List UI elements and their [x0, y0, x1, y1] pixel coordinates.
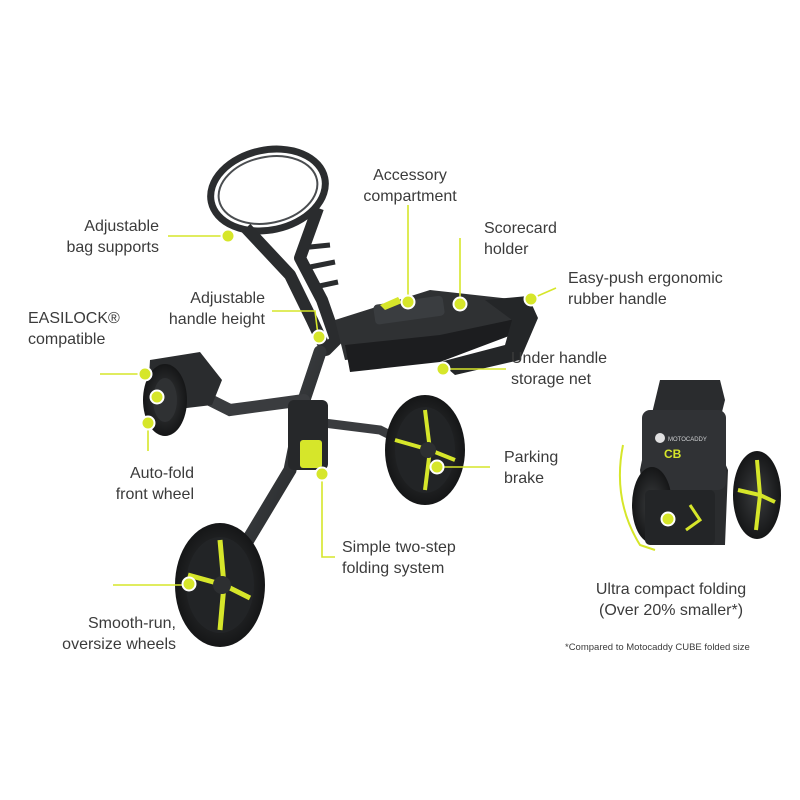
callout-markers	[137, 228, 676, 592]
callout-line: EASILOCK®	[28, 310, 120, 327]
callout-line: Smooth-run,	[87, 615, 176, 632]
marker-bag-supports	[220, 228, 236, 244]
callout-scorecard: Scorecard holder	[484, 218, 557, 260]
callout-bag-supports: Adjustable bag supports	[66, 216, 159, 258]
svg-text:CB: CB	[664, 447, 682, 461]
callout-line: Under handle	[511, 350, 608, 367]
marker-scorecard	[452, 296, 468, 312]
marker-accessory	[400, 294, 416, 310]
callout-wheels: Smooth-run, oversize wheels	[62, 613, 176, 655]
marker-storage-net	[435, 361, 451, 377]
callout-line: rubber handle	[568, 291, 667, 308]
callout-line: brake	[504, 470, 545, 487]
marker-handle-height	[311, 329, 327, 345]
marker-compact	[660, 511, 676, 527]
callout-easilock: EASILOCK® compatible	[28, 308, 120, 350]
callout-line: Adjustable	[84, 218, 159, 235]
callout-line: Auto-fold	[129, 465, 194, 482]
marker-parking-brake	[429, 459, 445, 475]
callout-line: Easy-push ergonomic	[568, 270, 723, 287]
callout-line: handle height	[168, 311, 265, 328]
bag-support-ring	[207, 145, 329, 235]
callout-line: Adjustable	[190, 290, 265, 307]
rear-wheel-right	[385, 395, 465, 505]
golf-trolley	[143, 145, 538, 647]
callout-line: Parking	[504, 449, 559, 466]
marker-folding-system	[314, 466, 330, 482]
footnote: *Compared to Motocaddy CUBE folded size	[565, 642, 750, 653]
callout-line: holder	[484, 241, 529, 258]
callout-line: Ultra compact folding	[595, 581, 747, 598]
callout-line: compartment	[363, 188, 457, 205]
marker-easy-push	[523, 291, 539, 307]
callout-line: Accessory	[373, 167, 447, 184]
rear-wheel-left	[175, 523, 265, 647]
callout-line: Simple two-step	[342, 539, 456, 556]
marker-easilock	[137, 366, 153, 382]
callout-parking-brake: Parking brake	[504, 447, 558, 489]
callout-line: Scorecard	[484, 220, 557, 237]
callout-easy-push: Easy-push ergonomic rubber handle	[568, 268, 723, 310]
callout-line: bag supports	[66, 239, 159, 256]
callout-folding-system: Simple two-step folding system	[342, 537, 456, 579]
callout-handle-height: Adjustable handle height	[169, 288, 265, 330]
callout-line: (Over 20% smaller*)	[598, 602, 744, 619]
callout-storage-net: Under handle storage net	[511, 348, 607, 390]
callout-line: oversize wheels	[62, 636, 176, 653]
callout-compact: Ultra compact folding (Over 20% smaller*…	[571, 579, 771, 621]
folded-trolley: MOTOCADDY CB	[618, 380, 781, 551]
callout-line: storage net	[511, 371, 592, 388]
callout-line: compatible	[28, 331, 106, 348]
callout-accessory: Accessory compartment	[340, 165, 480, 207]
callout-line: front wheel	[115, 486, 194, 503]
front-wheel	[143, 352, 222, 436]
brand-mark: MOTOCADDY	[668, 437, 707, 443]
marker-wheels	[181, 576, 197, 592]
marker-auto-fold	[140, 415, 156, 431]
callout-line: folding system	[342, 560, 445, 577]
callout-auto-fold: Auto-fold front wheel	[116, 463, 194, 505]
marker-front-wheel-mount	[149, 389, 165, 405]
